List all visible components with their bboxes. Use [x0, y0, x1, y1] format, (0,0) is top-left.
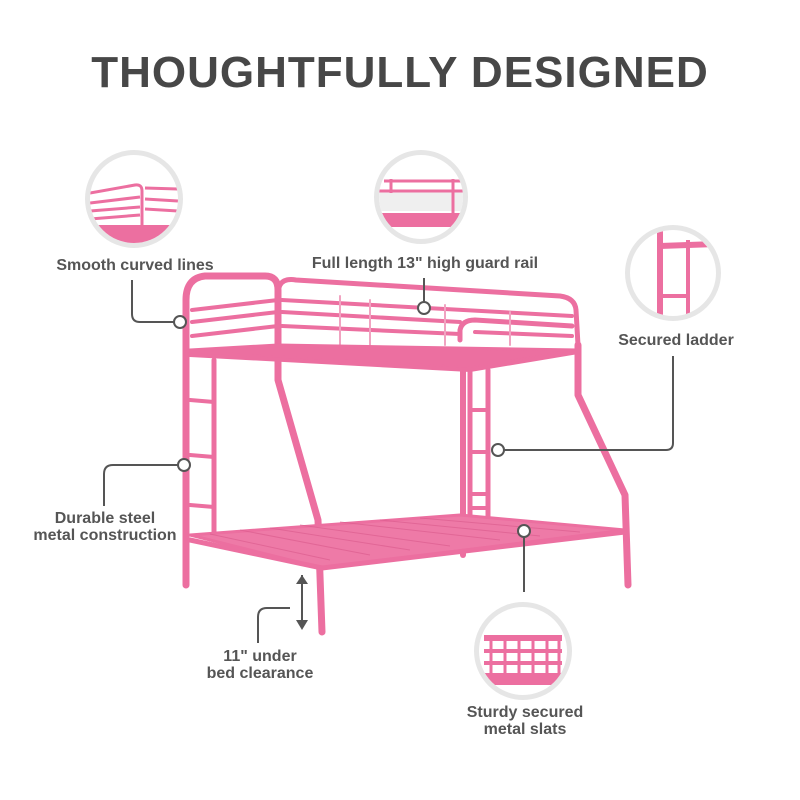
feature-label-steel: Durable steel metal construction [20, 510, 190, 544]
ladder-detail-icon [657, 230, 716, 316]
feature-label-guard-rail: Full length 13" high guard rail [311, 255, 539, 272]
feature-label-slats-line2: metal slats [483, 721, 567, 738]
slats-detail-icon [484, 635, 562, 685]
feature-label-clearance-line2: bed clearance [206, 665, 314, 682]
detail-circle-curved-lines [85, 150, 183, 248]
feature-label-steel-line1: Durable steel [54, 510, 156, 527]
detail-circle-guard-rail [374, 150, 468, 244]
feature-label-slats-line1: Sturdy secured [466, 704, 584, 721]
arrow-up-icon [296, 575, 308, 584]
page-title: THOUGHTFULLY DESIGNED [91, 48, 709, 97]
feature-label-steel-line2: metal construction [33, 527, 177, 544]
curved-rail-detail-icon [90, 183, 178, 243]
feature-label-ladder: Secured ladder [618, 332, 734, 349]
feature-label-clearance-line1: 11" under [223, 648, 297, 665]
feature-label-clearance: 11" under bed clearance [180, 648, 340, 682]
feature-label-slats: Sturdy secured metal slats [440, 704, 610, 738]
arrow-down-icon [296, 620, 308, 630]
guard-rail-detail-icon [379, 179, 463, 227]
detail-circle-ladder [625, 225, 721, 321]
detail-circle-slats [474, 602, 572, 700]
feature-label-curved-lines: Smooth curved lines [56, 257, 214, 274]
